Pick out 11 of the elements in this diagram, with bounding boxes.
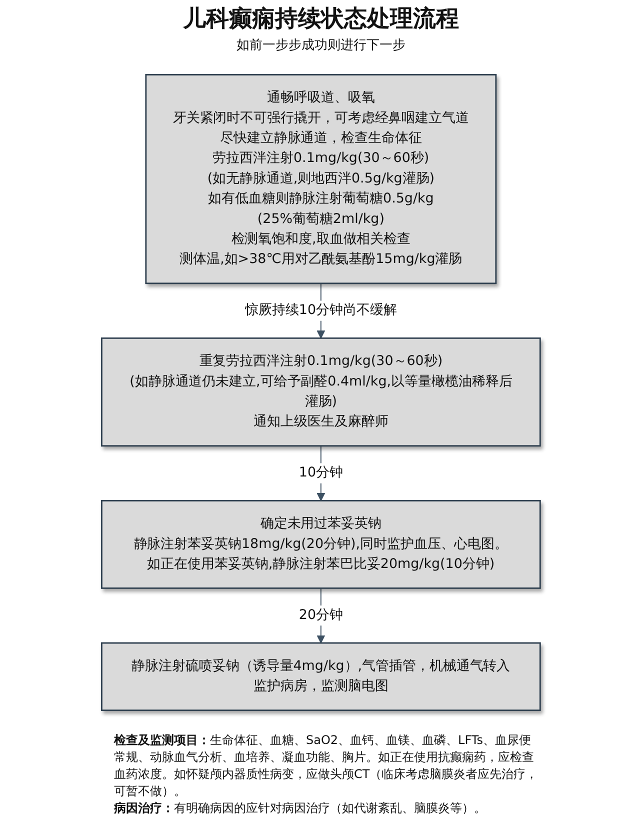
node-box: 静脉注射硫喷妥钠（诱导量4mg/kg）,气管插管，机械通气转入监护病房，监测脑电图 bbox=[101, 642, 541, 712]
note-text: 病因治疗：有明确病因的应针对病因治疗（如代谢紊乱、脑膜炎等）。 bbox=[114, 800, 487, 817]
node-box: 通畅呼吸道、吸氧 牙关紧闭时不可强行撬开，可考虑经鼻咽建立气道 尽快建立静脉通道，检查生命体征 劳拉西泮注射0.1mg/kg(30～60秒) (如无静脉通道,则地西泮0.5g/kg灌肠) 如有低血糖则静脉注射葡萄糖0.5g/kg (25%葡萄糖2ml/kg) 检测氧饱和度,取血做相关检查 测体温,如>38℃用对乙酰氨基酚15mg/kg灌肠 bbox=[145, 74, 497, 284]
edge-label: 20分钟 bbox=[298, 607, 344, 623]
subtitle: 如前一步步成功则进行下一步 bbox=[236, 37, 406, 55]
diagram-title: 儿科癫痫持续状态处理流程 bbox=[183, 5, 459, 34]
node-box: 重复劳拉西泮注射0.1mg/kg(30～60秒) (如静脉通道仍未建立,可给予副醛0.4ml/kg,以等量橄榄油稀释后灌肠) 通知上级医生及麻醉师 bbox=[101, 337, 541, 447]
note-text: 检查及监测项目：生命体征、血糖、SaO2、血钙、血镁、血磷、LFTs、血尿便常规、动脉血气分析、血培养、凝血功能、胸片。如正在使用抗癫痫药，应检查血药浓度。如怀疑颅内器质性病变，应做头颅CT（临床考虑脑膜炎者应先治疗，可暂不做）。 bbox=[114, 732, 538, 800]
edge-label: 10分钟 bbox=[298, 465, 344, 480]
node-box: 确定未用过苯妥英钠 静脉注射苯妥英钠18mg/kg(20分钟),同时监护血压、心电图。如正在使用苯妥英钠,静脉注射苯巴比妥20mg/kg(10分钟) bbox=[101, 500, 541, 589]
edge-label: 惊厥持续10分钟尚不缓解 bbox=[245, 302, 397, 318]
